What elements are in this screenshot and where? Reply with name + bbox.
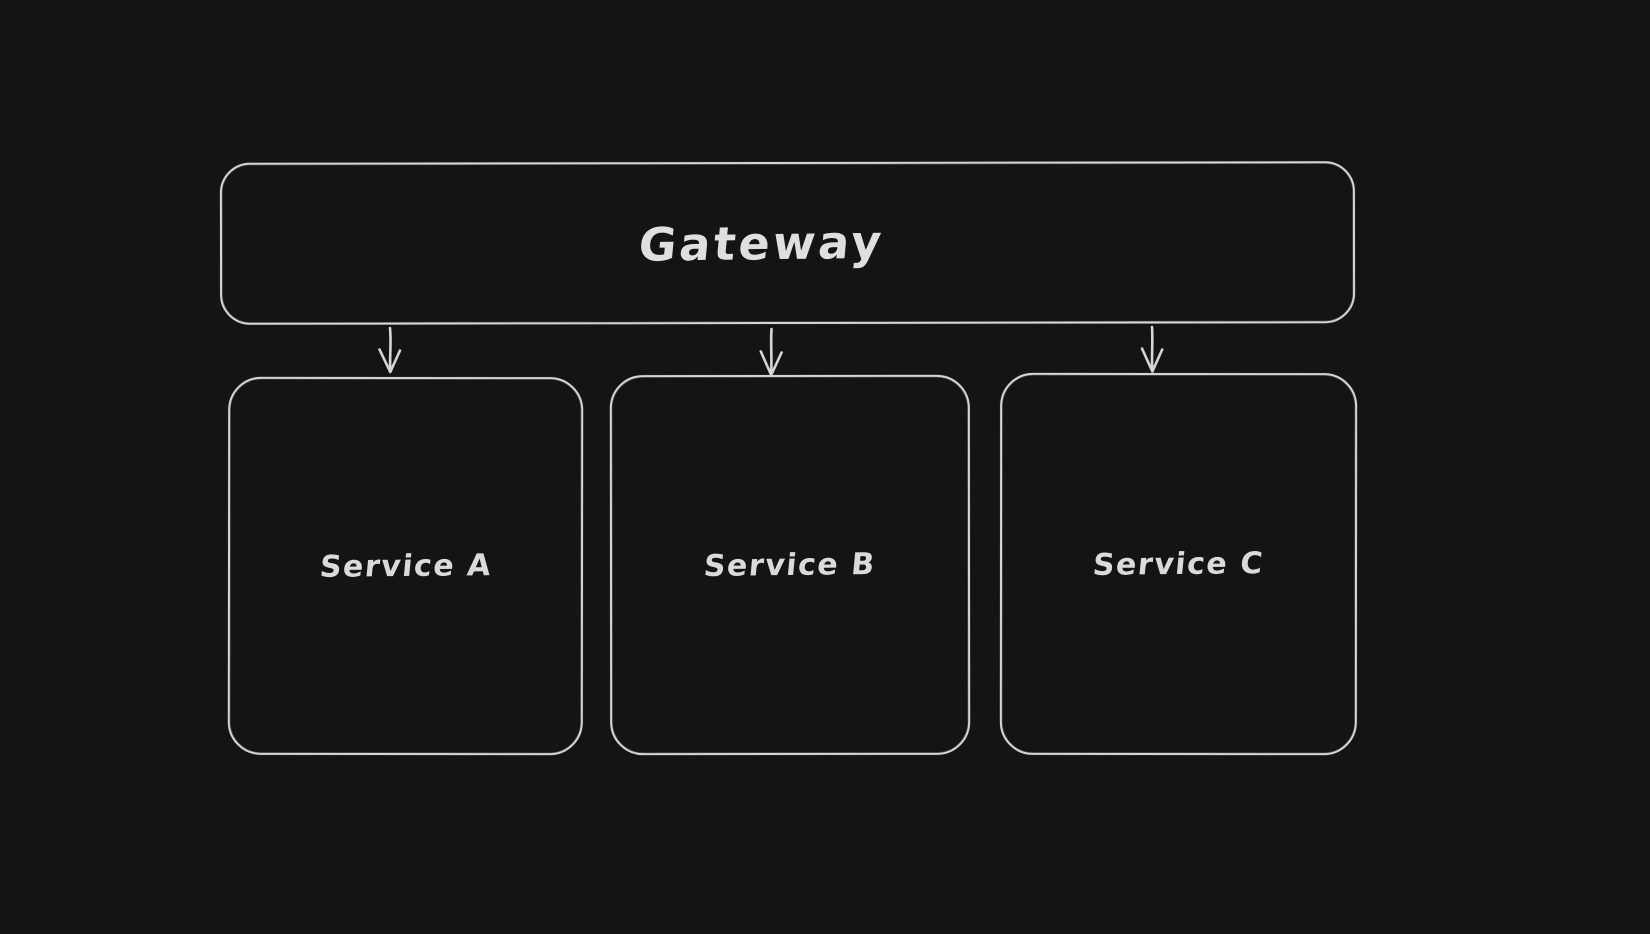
arrow-head: [759, 350, 783, 377]
gateway-node[interactable]: Gateway: [219, 161, 1356, 325]
arrow-head: [1140, 347, 1164, 373]
service-b-label: Service B: [702, 546, 878, 584]
service-c-label: Service C: [1091, 545, 1266, 583]
arrow-head: [378, 348, 402, 374]
service-a-label: Service A: [317, 547, 494, 585]
arrow-gateway-to-service-b[interactable]: [759, 327, 783, 377]
arrow-gateway-to-service-c[interactable]: [1140, 325, 1164, 373]
gateway-label: Gateway: [636, 214, 887, 272]
arrow-gateway-to-service-a[interactable]: [378, 326, 402, 374]
arrow-shaft: [388, 326, 392, 372]
service-c-node[interactable]: Service C: [999, 372, 1358, 756]
service-a-node[interactable]: Service A: [227, 376, 584, 756]
service-b-node[interactable]: Service B: [609, 374, 971, 756]
